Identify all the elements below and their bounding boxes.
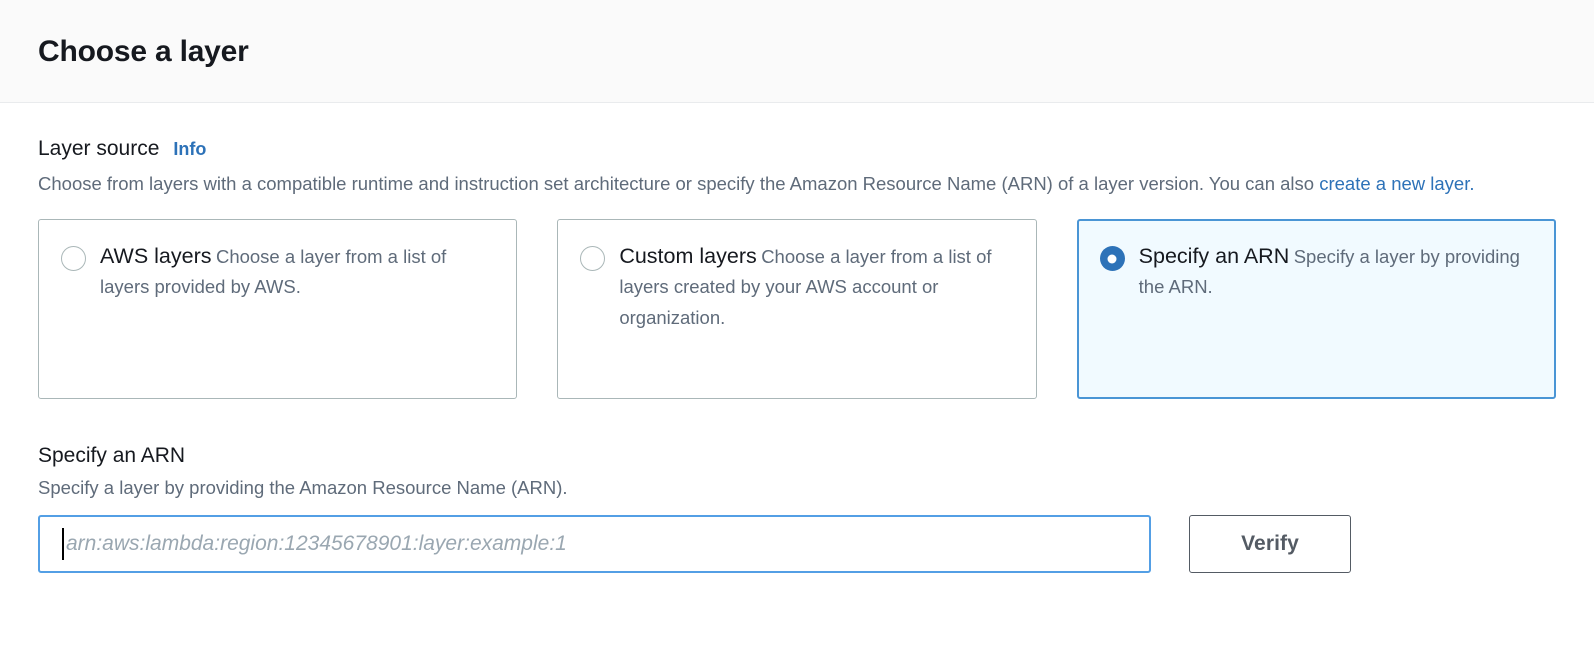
verify-button[interactable]: Verify [1189,515,1351,574]
radio-card-description: Specify a layer by providing the ARN. [1138,246,1520,298]
arn-section-subtext: Specify a layer by providing the Amazon … [38,477,568,499]
radio-card-content: AWS layers Choose a layer from a list of… [100,242,494,380]
radio-card-specify-arn[interactable]: Specify an ARN Specify a layer by provid… [1076,219,1556,400]
create-new-layer-link[interactable]: create a new layer. [1319,173,1475,195]
radio-card-custom-layers[interactable]: Custom layers Choose a layer from a list… [557,219,1037,400]
radio-card-title: Custom layers [619,244,757,269]
arn-section: Specify an ARN Specify a layer by provid… [38,443,1556,574]
layer-source-label-row: Layer source Info [38,137,1556,161]
layer-source-description: Choose from layers with a compatible run… [38,168,1478,199]
page-title: Choose a layer [38,34,249,68]
radio-card-content: Custom layers Choose a layer from a list… [619,242,1013,380]
radio-card-title: Specify an ARN [1138,244,1290,269]
radio-card-title: AWS layers [100,244,212,269]
layer-source-label: Layer source [38,137,160,160]
arn-input-wrapper [38,515,1151,574]
arn-section-heading: Specify an ARN [38,444,186,468]
layer-source-options: AWS layers Choose a layer from a list of… [38,219,1556,400]
modal-body: Layer source Info Choose from layers wit… [0,103,1594,574]
radio-button-selected-icon[interactable] [1099,246,1125,272]
radio-card-description: Choose a layer from a list of layers cre… [619,246,992,328]
info-link[interactable]: Info [173,139,207,159]
text-cursor-icon [62,528,64,561]
modal-header: Choose a layer [0,0,1594,103]
arn-input[interactable] [38,515,1151,574]
radio-button-icon[interactable] [61,246,86,272]
radio-card-content: Specify an ARN Specify a layer by provid… [1139,242,1533,380]
radio-card-aws-layers[interactable]: AWS layers Choose a layer from a list of… [38,219,518,400]
layer-source-description-text: Choose from layers with a compatible run… [38,173,1320,195]
radio-button-icon[interactable] [580,246,606,272]
radio-card-description: Choose a layer from a list of layers pro… [100,246,447,298]
arn-input-row: Verify [38,515,1556,574]
